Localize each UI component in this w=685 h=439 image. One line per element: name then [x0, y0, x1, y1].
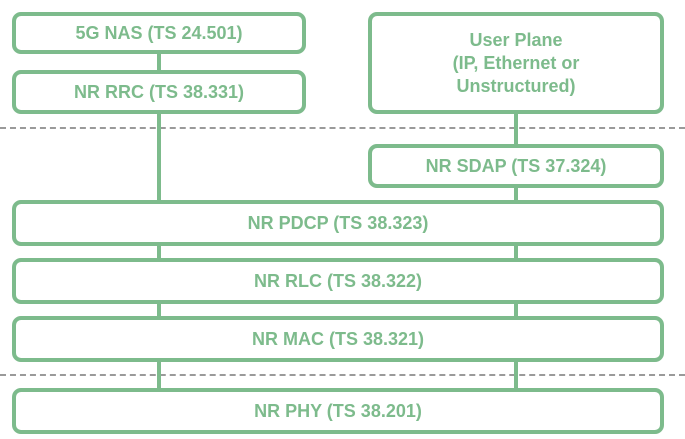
connector-mac-phy-left: [157, 360, 161, 390]
connector-rrc-pdcp: [157, 112, 161, 202]
box-nr-rrc: NR RRC (TS 38.331): [12, 70, 306, 114]
box-5g-nas: 5G NAS (TS 24.501): [12, 12, 306, 54]
box-nr-sdap: NR SDAP (TS 37.324): [368, 144, 664, 188]
connector-nas-rrc: [157, 52, 161, 72]
dashed-separator-lower: [0, 374, 685, 376]
connector-mac-phy-right: [514, 360, 518, 390]
box-nr-rlc: NR RLC (TS 38.322): [12, 258, 664, 304]
connector-pdcp-rlc-right: [514, 244, 518, 260]
box-nr-phy: NR PHY (TS 38.201): [12, 388, 664, 434]
connector-sdap-pdcp: [514, 186, 518, 202]
dashed-separator-upper: [0, 127, 685, 129]
box-nr-pdcp: NR PDCP (TS 38.323): [12, 200, 664, 246]
box-user-plane: User Plane (IP, Ethernet or Unstructured…: [368, 12, 664, 114]
connector-pdcp-rlc-left: [157, 244, 161, 260]
connector-rlc-mac-right: [514, 302, 518, 318]
connector-userplane-sdap: [514, 112, 518, 146]
box-nr-mac: NR MAC (TS 38.321): [12, 316, 664, 362]
connector-rlc-mac-left: [157, 302, 161, 318]
